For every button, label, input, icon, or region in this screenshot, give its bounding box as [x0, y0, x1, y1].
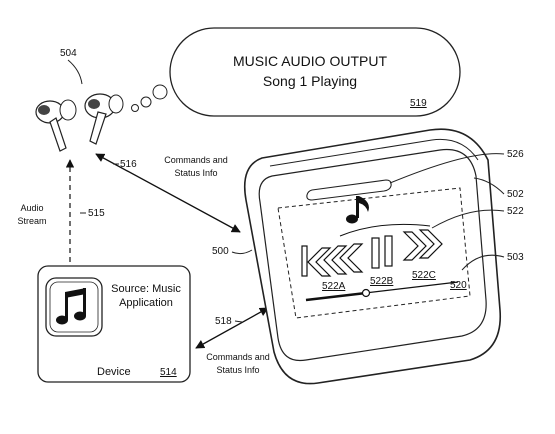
ref-503: 503 — [507, 252, 524, 263]
cloud-title: MUSIC AUDIO OUTPUT — [233, 53, 387, 69]
device-label: Device — [97, 366, 131, 378]
pause-icon — [371, 235, 393, 269]
commands-bottom-label-2: Status Info — [216, 365, 259, 375]
commands-top-label-1: Commands and — [164, 155, 228, 165]
display-dashed-region — [277, 187, 471, 319]
music-app-icon-inner — [49, 281, 99, 333]
previous-track-icon — [301, 243, 364, 277]
device-ref: 514 — [160, 367, 177, 378]
thought-cloud: MUSIC AUDIO OUTPUT Song 1 Playing 519 — [131, 27, 461, 117]
ref-522: 522 — [507, 206, 524, 217]
ref-526: 526 — [507, 149, 524, 160]
music-note-icon — [346, 196, 369, 224]
ref-503-leader — [461, 254, 505, 271]
commands-top-arrow — [95, 153, 241, 233]
music-app-icon — [45, 277, 103, 337]
commands-top-label-2: Status Info — [174, 168, 217, 178]
ref-518-tick — [234, 320, 243, 323]
cloud-dot-3 — [131, 104, 139, 112]
earbuds-leader — [67, 59, 83, 85]
ref-520: 520 — [450, 280, 467, 291]
ref-518: 518 — [215, 316, 232, 327]
audio-label-2: Stream — [17, 216, 46, 226]
earbud-icon — [35, 99, 77, 152]
earbud-icon — [84, 93, 124, 145]
ref-516: 516 — [120, 159, 137, 170]
cloud-dot-2 — [140, 96, 152, 108]
source-device: Source: Music Application Device 514 — [37, 265, 191, 383]
cloud-subtitle: Song 1 Playing — [263, 73, 357, 89]
ref-522c: 522C — [412, 270, 436, 281]
ref-522a: 522A — [322, 281, 346, 292]
next-track-icon — [402, 229, 443, 261]
ref-500-leader — [231, 249, 253, 255]
cloud-bubble — [169, 27, 461, 117]
earbuds-ref: 504 — [60, 48, 77, 59]
ref-526-leader — [389, 153, 505, 184]
ref-515: 515 — [88, 208, 105, 219]
charging-case: 522A 522B 522C 520 — [243, 128, 502, 385]
commands-bottom-label-1: Commands and — [206, 352, 270, 362]
ref-522-leader — [431, 209, 505, 229]
progress-knob — [361, 288, 371, 298]
device-source-line2: Application — [119, 297, 173, 309]
music-note-icon — [56, 288, 86, 325]
swipe-gesture-arc — [339, 223, 431, 237]
ref-522b: 522B — [370, 276, 394, 287]
cloud-ref: 519 — [410, 98, 427, 109]
ref-502: 502 — [507, 189, 524, 200]
ref-500: 500 — [212, 246, 229, 257]
ref-502-leader — [473, 177, 505, 195]
earbuds: 504 — [35, 48, 124, 152]
audio-label-1: Audio — [20, 203, 43, 213]
cloud-dot-1 — [152, 84, 168, 100]
commands-bottom-arrow — [195, 307, 269, 349]
progress-fill — [305, 291, 367, 302]
device-source-line1: Source: Music — [111, 283, 181, 295]
